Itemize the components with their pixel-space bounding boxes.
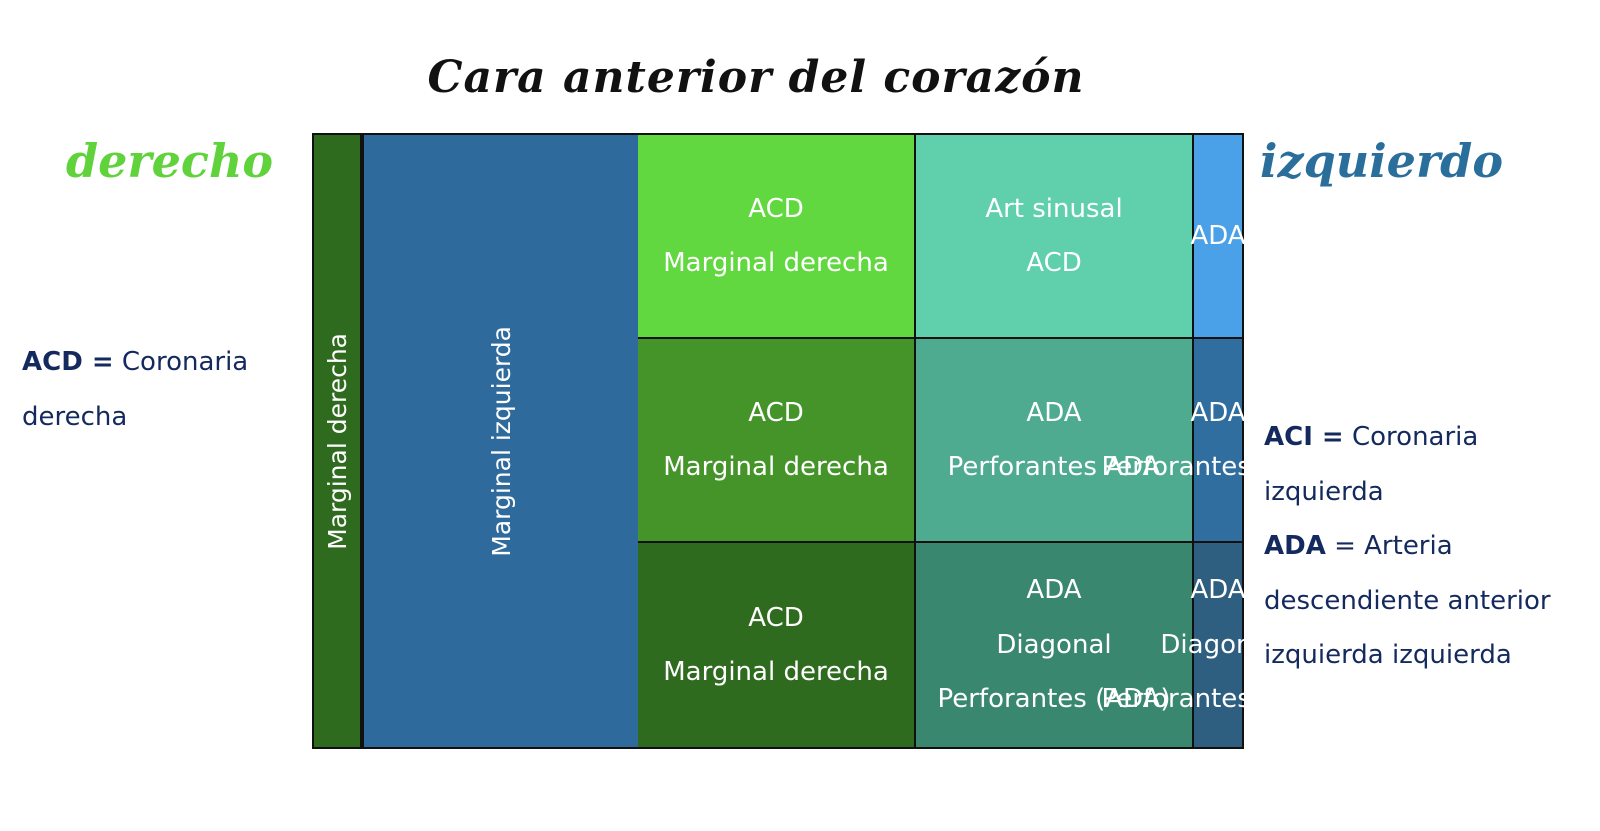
legend-line: izquierda bbox=[1264, 465, 1551, 520]
marginal-izquierda-label: Marginal izquierda bbox=[486, 325, 516, 557]
cell-line: ADA bbox=[1026, 397, 1082, 428]
marginal-derecha-bar: Marginal derecha bbox=[314, 135, 362, 747]
cell-line: Marginal derecha bbox=[663, 657, 889, 687]
cell-line: ACD bbox=[748, 193, 804, 224]
legend-abbrev: ACD = bbox=[22, 347, 114, 377]
legend-line: ADA = Arteria bbox=[1264, 519, 1551, 574]
cell-line: ACD bbox=[748, 397, 804, 428]
cell-line: ADA bbox=[1190, 397, 1246, 428]
marginal-izquierda-bar: Marginal izquierda bbox=[362, 135, 638, 747]
legend-abbrev: ACI = bbox=[1264, 422, 1344, 452]
cell-r2-c3: ADA Perforantes (ADA) bbox=[1101, 339, 1335, 543]
cell-line: ACD bbox=[1026, 248, 1082, 278]
legend-line: descendiente anterior bbox=[1264, 574, 1551, 629]
cell-line: Perforantes (ADA) bbox=[1101, 452, 1335, 482]
cell-line: Art sinusal bbox=[985, 193, 1123, 224]
cell-r1-c3: ADA bbox=[1190, 135, 1246, 339]
page-title: Cara anterior del corazón bbox=[427, 52, 1085, 103]
cell-line: Marginal derecha bbox=[663, 452, 889, 482]
cell-line: ADA bbox=[1190, 575, 1246, 606]
cell-line: ACD bbox=[748, 602, 804, 633]
marginal-derecha-label: Marginal derecha bbox=[322, 332, 352, 550]
legend-text: Coronaria bbox=[113, 347, 249, 377]
legend-line: derecha bbox=[22, 390, 248, 445]
legend-text: izquierda bbox=[1264, 476, 1384, 507]
left-side-heading: izquierdo bbox=[1260, 134, 1504, 188]
cell-line: ADA bbox=[1026, 575, 1082, 606]
cell-line: Perforantes (ADA) bbox=[1101, 684, 1335, 715]
cell-r2-c1: ACD Marginal derecha bbox=[638, 339, 916, 543]
cell-line: Marginal derecha bbox=[663, 248, 889, 278]
legend-text: derecha bbox=[22, 401, 128, 432]
legend-acd: ACD = Coronaria derecha bbox=[22, 335, 248, 444]
cell-r2-c2: ADA Perforantes ADA bbox=[916, 339, 1194, 543]
legend-text: = Arteria bbox=[1325, 531, 1453, 561]
legend-text: izquierda izquierda bbox=[1264, 640, 1512, 670]
legend-line: izquierda izquierda bbox=[1264, 628, 1551, 683]
cell-line: ADA bbox=[1190, 220, 1246, 251]
legend-text: descendiente anterior bbox=[1264, 585, 1551, 616]
cell-line: Diagonal bbox=[996, 629, 1112, 660]
cell-line: Perforantes (ADA) bbox=[937, 684, 1171, 715]
right-side-heading: derecho bbox=[66, 134, 274, 188]
legend-abbrev: ADA bbox=[1264, 531, 1326, 561]
legend-line: ACI = Coronaria bbox=[1264, 410, 1551, 465]
cell-line: Diagonal bbox=[1160, 629, 1276, 660]
heart-territory-grid: Marginal derecha ACD Marginal derecha Art… bbox=[312, 133, 1335, 749]
cell-r1-c1: ACD Marginal derecha bbox=[638, 135, 916, 339]
legend-line: ACD = Coronaria bbox=[22, 335, 248, 390]
cell-r3-c1: ACD Marginal derecha bbox=[638, 543, 916, 747]
legend-text: Coronaria bbox=[1343, 422, 1479, 452]
cell-line: Perforantes ADA bbox=[947, 452, 1161, 482]
